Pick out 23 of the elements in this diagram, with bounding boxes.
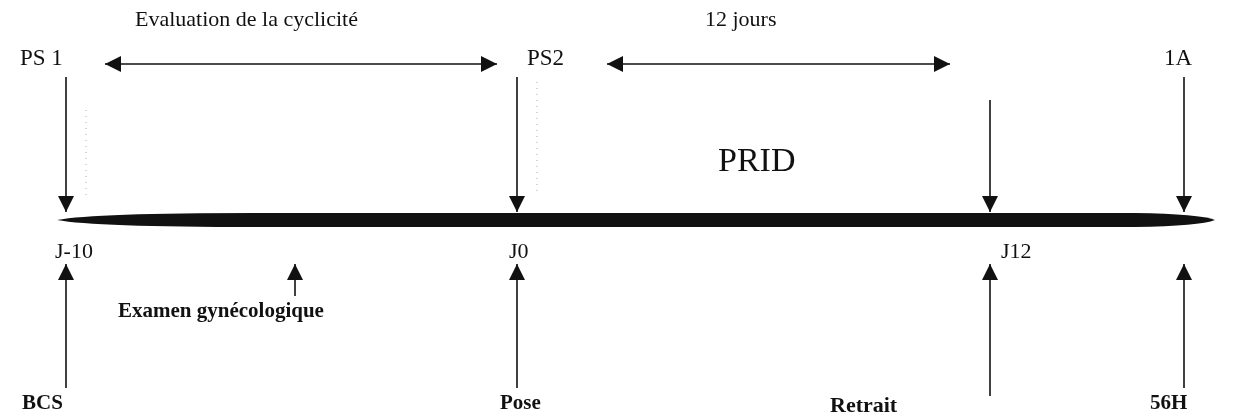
duration-label: 12 jours: [705, 8, 777, 30]
event-label: Examen gynécologique: [118, 300, 324, 321]
event-label: PS2: [527, 46, 565, 69]
event-label: Pose: [500, 392, 541, 413]
event-label: 56H: [1150, 392, 1188, 413]
event-label: BCS: [22, 392, 63, 413]
arrow: [287, 263, 303, 297]
arrow: [982, 263, 998, 397]
timeline-label: J-10: [55, 240, 93, 262]
arrow: [509, 263, 525, 389]
event-label: 1A: [1164, 46, 1193, 69]
arrow: [1176, 76, 1192, 213]
arrow: [58, 76, 74, 213]
timeline-label: J12: [1001, 240, 1032, 262]
duration-label: Evaluation de la cyclicité: [135, 8, 358, 30]
timeline-label: J0: [509, 240, 529, 262]
timeline-title: PRID: [718, 143, 796, 177]
event-label: PS 1: [20, 46, 63, 69]
arrow: [1176, 263, 1192, 389]
event-label: Retrait: [830, 394, 898, 416]
arrow: [58, 263, 74, 389]
arrow: [982, 99, 998, 213]
arrow: [509, 76, 525, 213]
